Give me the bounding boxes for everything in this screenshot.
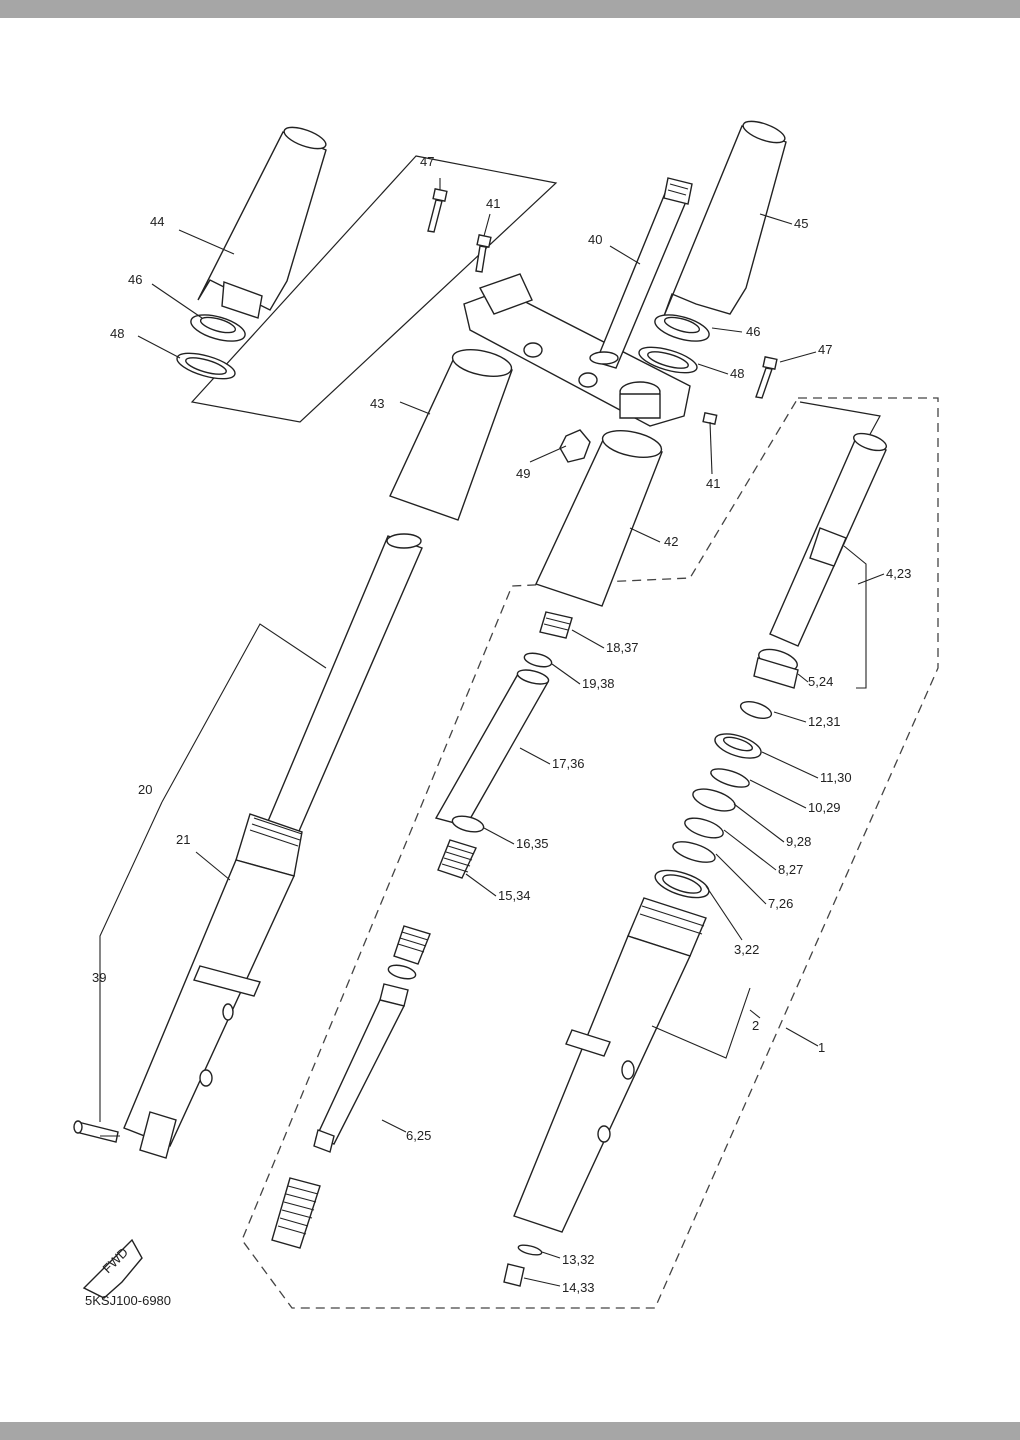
label-18-37: 18,37 bbox=[606, 640, 639, 655]
label-43: 43 bbox=[370, 396, 384, 411]
rebound-spring bbox=[271, 1177, 321, 1249]
upper-bracket-frame bbox=[190, 155, 558, 423]
top-border-bar bbox=[0, 0, 1020, 18]
leader-lines bbox=[99, 178, 885, 1287]
label-47-right: 47 bbox=[818, 342, 832, 357]
label-14-33: 14,33 bbox=[562, 1280, 595, 1295]
label-12-31: 12,31 bbox=[808, 714, 841, 729]
label-48-right: 48 bbox=[730, 366, 744, 381]
label-1: 1 bbox=[818, 1040, 825, 1055]
o-ring-19-38 bbox=[523, 652, 553, 668]
damper-rod-6-25 bbox=[313, 964, 417, 1153]
clip-10-29 bbox=[710, 768, 750, 788]
label-17-36: 17,36 bbox=[552, 756, 585, 771]
bushing-7-26 bbox=[672, 841, 716, 863]
label-45: 45 bbox=[794, 216, 808, 231]
outer-tube-2 bbox=[513, 897, 707, 1233]
callout-labels: 44 46 48 47 41 40 45 46 47 48 43 41 49 4… bbox=[92, 154, 911, 1295]
outer-tube-3-22 bbox=[654, 869, 710, 899]
spring-15-34 bbox=[393, 839, 477, 965]
bolt-39 bbox=[73, 1120, 119, 1143]
washer-13-32 bbox=[517, 1244, 543, 1256]
label-5-24: 5,24 bbox=[808, 674, 833, 689]
label-20: 20 bbox=[138, 782, 152, 797]
front-fork-left-20 bbox=[123, 533, 423, 1159]
fork-tube-cover-43 bbox=[389, 349, 513, 521]
label-9-28: 9,28 bbox=[786, 834, 811, 849]
parts-diagram: FWD bbox=[0, 18, 1020, 1422]
label-41-upper: 41 bbox=[486, 196, 500, 211]
label-21: 21 bbox=[176, 832, 190, 847]
label-47-upper: 47 bbox=[420, 154, 434, 169]
inner-tube-4-23 bbox=[769, 432, 888, 647]
fork-cover-44 bbox=[197, 126, 327, 319]
nut-49 bbox=[559, 429, 591, 463]
cap-bolt-18-37 bbox=[539, 611, 573, 639]
label-3-22: 3,22 bbox=[734, 942, 759, 957]
washer-8-27 bbox=[684, 817, 724, 839]
label-6-25: 6,25 bbox=[406, 1128, 431, 1143]
spacer-17-36 bbox=[434, 669, 550, 827]
fork-cover-45 bbox=[663, 120, 787, 317]
label-44: 44 bbox=[150, 214, 164, 229]
label-10-29: 10,29 bbox=[808, 800, 841, 815]
seal-46-left bbox=[190, 314, 246, 342]
label-8-27: 8,27 bbox=[778, 862, 803, 877]
diagram-code: 5KSJ100-6980 bbox=[85, 1293, 172, 1308]
seal-11-30 bbox=[714, 733, 762, 759]
fork-tube-cover-42 bbox=[535, 430, 663, 607]
steering-shaft-40 bbox=[589, 177, 693, 369]
label-46-left: 46 bbox=[128, 272, 142, 287]
label-42: 42 bbox=[664, 534, 678, 549]
bolt-47-right bbox=[755, 356, 778, 399]
label-2: 2 bbox=[752, 1018, 759, 1033]
handle-crown-bracket bbox=[463, 273, 691, 427]
front-direction-mark: FWD bbox=[82, 1238, 143, 1299]
inner-kit-frame bbox=[799, 401, 881, 439]
label-41-lower: 41 bbox=[706, 476, 720, 491]
bottom-border-bar bbox=[0, 1422, 1020, 1440]
oil-seal-9-28 bbox=[692, 788, 736, 812]
bolt-14-33 bbox=[503, 1263, 525, 1287]
bolt-41-lower bbox=[702, 412, 718, 425]
seal-46-right bbox=[654, 314, 710, 342]
washer-16-35 bbox=[451, 815, 485, 833]
bolt-41-upper bbox=[475, 234, 492, 273]
label-49: 49 bbox=[516, 466, 530, 481]
label-48-left: 48 bbox=[110, 326, 124, 341]
label-46-right: 46 bbox=[746, 324, 760, 339]
bolt-47-upper bbox=[427, 188, 448, 233]
label-19-38: 19,38 bbox=[582, 676, 615, 691]
label-16-35: 16,35 bbox=[516, 836, 549, 851]
slide-bushing-5-24 bbox=[753, 648, 799, 689]
slide-bushing-12-31 bbox=[739, 701, 773, 719]
label-7-26: 7,26 bbox=[768, 896, 793, 911]
label-4-23: 4,23 bbox=[886, 566, 911, 581]
ring-48-left bbox=[176, 352, 236, 380]
ring-48-right bbox=[638, 346, 698, 374]
label-15-34: 15,34 bbox=[498, 888, 531, 903]
label-11-30: 11,30 bbox=[820, 770, 852, 785]
label-13-32: 13,32 bbox=[562, 1252, 595, 1267]
fork-assembly-dashed-frame bbox=[241, 397, 939, 1309]
label-39: 39 bbox=[92, 970, 106, 985]
label-40: 40 bbox=[588, 232, 602, 247]
exploded-fork-drawing: FWD bbox=[73, 120, 939, 1309]
